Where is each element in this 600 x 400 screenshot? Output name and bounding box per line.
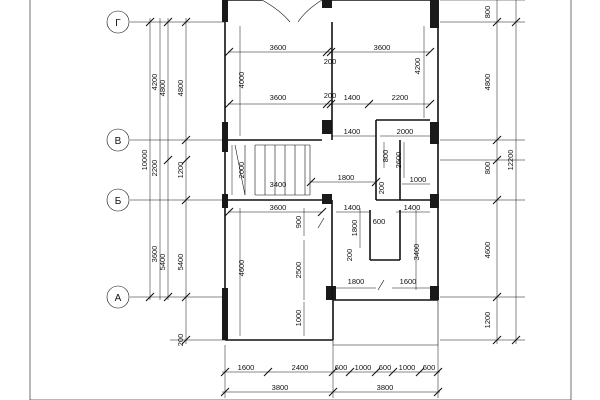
dim-hall-1400: 1400 [344, 127, 361, 136]
axis-lines [130, 0, 525, 341]
dim-bath-2600: 2600 [394, 152, 403, 169]
dim-left-outer: 10000 [140, 150, 149, 171]
dim-left-5400: 5400 [158, 254, 167, 271]
dim-left-inner-4800: 4800 [176, 80, 185, 97]
dim-left-inner-1200: 1200 [176, 162, 185, 179]
dim-top-right-4200: 4200 [413, 58, 422, 75]
axis-label-b: Б [115, 196, 122, 207]
dim-top-right-3600: 3600 [374, 43, 391, 52]
interior-dimensions: 3600 200 3600 4000 4200 3600 200 1400 22… [224, 26, 435, 336]
dim-mid-left-3600: 3600 [270, 93, 287, 102]
dim-right-1200: 1200 [483, 312, 492, 329]
dim-low-600: 600 [373, 217, 386, 226]
dim-bath-1000: 1000 [410, 175, 427, 184]
left-dimension-chains: 10000 4800 5400 4200 4200 4800 1200 5400… [140, 17, 191, 347]
dim-bottom-600-c: 600 [423, 363, 436, 372]
axis-label-v: В [115, 136, 122, 147]
dim-low-200: 200 [345, 249, 354, 262]
building-walls [222, 0, 439, 346]
dim-low-1400-a: 1400 [344, 203, 361, 212]
dim-bath-800: 800 [381, 150, 390, 163]
dim-low-2500: 2500 [294, 262, 303, 279]
axis-bubble-b: Б [106, 188, 130, 212]
dim-bath-200: 200 [377, 182, 386, 195]
sheet-border [29, 0, 572, 400]
dim-top-left-4000: 4000 [237, 72, 246, 89]
dim-stair-2000: 2000 [237, 162, 246, 179]
dim-top-200: 200 [324, 57, 337, 66]
dim-low-1000: 1000 [294, 310, 303, 327]
dim-right-800-top: 800 [483, 6, 492, 19]
dim-mid-2200: 2200 [392, 93, 409, 102]
dim-low-left-3600: 3600 [270, 203, 287, 212]
dim-low-1800-v: 1800 [350, 220, 359, 237]
axis-bubble-v: В [106, 128, 130, 152]
dim-bottom-1600: 1600 [238, 363, 255, 372]
dim-low-1800-h: 1800 [348, 277, 365, 286]
dim-left-inner-5400: 5400 [176, 254, 185, 271]
dim-bottom-3800-a: 3800 [272, 383, 289, 392]
axis-bubble-g: Г [106, 10, 130, 34]
dim-left-chain-4200: 4200 [150, 74, 159, 91]
dim-bottom-600-b: 600 [379, 363, 392, 372]
right-dimension-chains: 800 4800 800 4600 1200 12200 [483, 0, 521, 345]
dim-bottom-3800-b: 3800 [377, 383, 394, 392]
dim-mid-200: 200 [324, 91, 337, 100]
dim-bath-2000: 2000 [397, 127, 414, 136]
dim-bottom-600-a: 600 [335, 363, 348, 372]
dim-bottom-1000-a: 1000 [355, 363, 372, 372]
dim-low-900: 900 [294, 216, 303, 229]
dim-bottom-2400: 2400 [292, 363, 309, 372]
bottom-dimension-chains: 1600 2400 600 1000 600 1000 600 3800 380… [220, 345, 443, 398]
axis-bubble-a: А [106, 285, 130, 309]
dim-hall-1800: 1800 [338, 173, 355, 182]
dim-low-1400-b: 1400 [404, 203, 421, 212]
dim-left-inner-200: 200 [176, 334, 185, 347]
dim-left-chain-3600: 3600 [150, 246, 159, 263]
dim-mid-1400: 1400 [344, 93, 361, 102]
dim-right-800: 800 [483, 162, 492, 175]
dim-right-4600: 4600 [483, 242, 492, 259]
dim-low-1600: 1600 [400, 277, 417, 286]
dim-stair-3400: 3400 [270, 180, 287, 189]
dim-left-4800: 4800 [158, 80, 167, 97]
dim-low-3400: 3400 [412, 244, 421, 261]
dim-low-4600: 4600 [237, 260, 246, 277]
axis-label-g: Г [115, 18, 121, 29]
dim-right-12200: 12200 [506, 150, 515, 171]
dim-bottom-1000-b: 1000 [399, 363, 416, 372]
axis-label-a: А [115, 293, 122, 304]
dim-left-chain-2200: 2200 [150, 160, 159, 177]
dim-right-4800: 4800 [483, 74, 492, 91]
dim-top-left-3600: 3600 [270, 43, 287, 52]
